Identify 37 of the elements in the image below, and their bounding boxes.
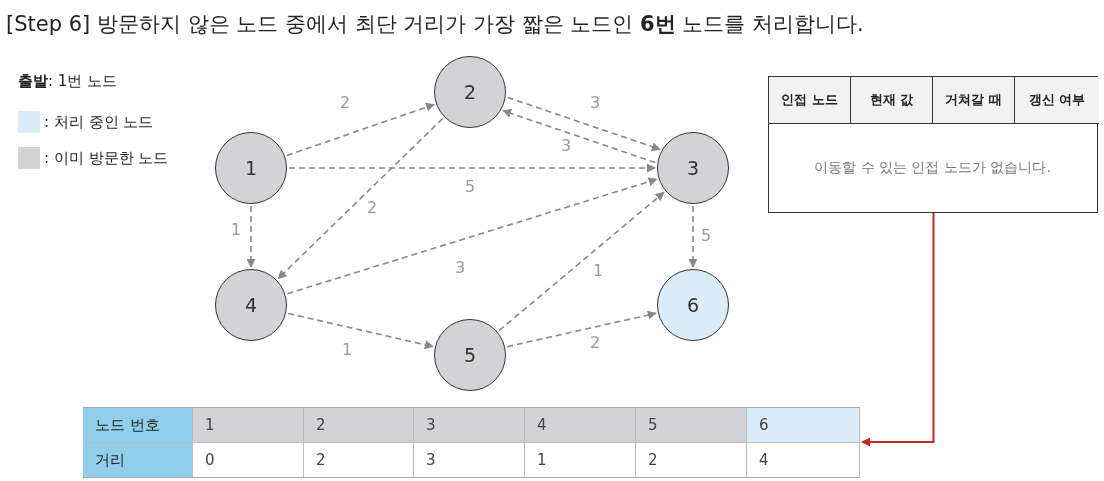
dashed-arrow — [688, 205, 698, 268]
row-header-cell: 노드 번호 — [83, 408, 193, 443]
dashed-arrow — [506, 310, 657, 348]
table-cell: 5 — [636, 408, 747, 443]
dashed-arrow — [286, 177, 658, 295]
adjacency-table — [768, 76, 1098, 213]
graph-node-circle: 6 — [657, 269, 729, 341]
table-cell: 2 — [304, 408, 414, 443]
header-cell: 인접 노드 — [769, 77, 851, 124]
header-cell: 갱신 여부 — [1015, 77, 1099, 124]
legend-text: : 이미 방문한 노드 — [44, 149, 169, 168]
table-cell: 3 — [414, 408, 525, 443]
graph-node-circle: 1 — [215, 132, 287, 204]
table-cell: 1 — [193, 408, 304, 443]
dashed-arrow — [246, 205, 256, 268]
dashed-arrow — [286, 102, 435, 157]
row-header-cell: 거리 — [83, 443, 193, 477]
graph-node-circle: 3 — [657, 132, 729, 204]
start-node-note: 출발: 1번 노드 — [18, 72, 118, 91]
table-cell: 4 — [525, 408, 636, 443]
dashed-arrow — [288, 163, 656, 173]
legend-text: : 처리 중인 노드 — [44, 113, 154, 132]
header-cell: 현재 값 — [851, 77, 933, 124]
distance-table — [83, 407, 860, 478]
dashed-arrow — [287, 312, 434, 350]
graph-node-circle: 4 — [215, 269, 287, 341]
graph-node-circle: 5 — [434, 319, 506, 391]
header-cell: 거쳐갈 때 — [933, 77, 1015, 124]
dashed-arrow — [502, 109, 657, 164]
title: [Step 6] 방문하지 않은 노드 중에서 최단 거리가 가장 짧은 노드인 6번 노드를 처리합니다. — [6, 11, 864, 38]
empty-message: 이동할 수 있는 인접 노드가 없습니다. — [813, 157, 1052, 177]
graph-node-circle: 2 — [434, 56, 506, 128]
dashed-arrow — [506, 96, 661, 151]
connector-arrow — [861, 212, 935, 447]
table-cell: 6 — [747, 408, 860, 443]
dashed-arrow — [498, 191, 665, 332]
dashed-arrow — [277, 117, 444, 280]
